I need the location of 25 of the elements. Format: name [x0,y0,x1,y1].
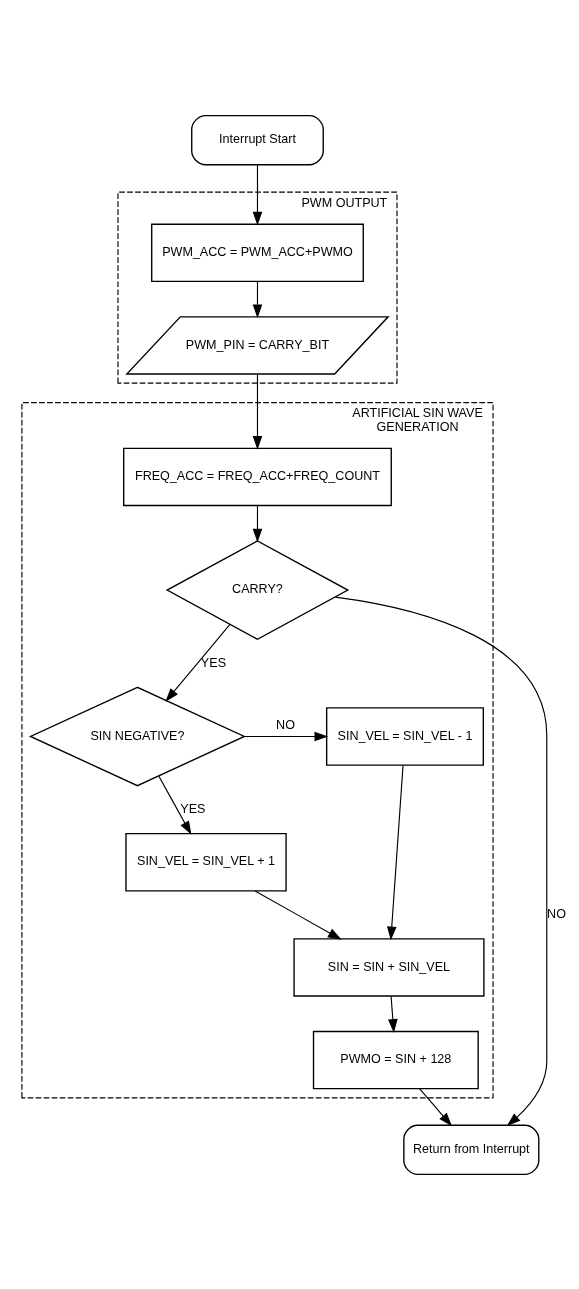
arrow [244,731,329,741]
arrow [334,596,548,1126]
arrow [386,764,404,940]
node-box: SIN_VEL = SIN_VEL + 1 [125,832,287,892]
arrow [252,505,263,542]
edge-label: YES [180,801,206,816]
node-box: FREQ_ACC = FREQ_ACC+FREQ_COUNT [123,447,392,506]
node-diamond: CARRY? [165,539,350,640]
edge-label: NO [547,906,566,921]
arrow [419,1087,452,1126]
node-box: Return from Interrupt [403,1124,540,1175]
edge-label: YES [200,655,227,669]
arrow [252,280,263,318]
edge-label: NO [276,717,295,732]
arrow [252,164,263,226]
node-box: SIN = SIN + SIN_VEL [293,937,485,997]
node-box: Interrupt Start [191,114,324,165]
node-box: PWMO = SIN + 128 [312,1030,479,1089]
node-box: SIN_VEL = SIN_VEL - 1 [325,706,484,766]
arrow [165,623,231,702]
arrow [252,373,263,450]
arrow [254,889,342,940]
arrow [158,774,192,835]
arrow [388,995,398,1033]
node-box: PWM_ACC = PWM_ACC+PWMO [151,223,364,282]
